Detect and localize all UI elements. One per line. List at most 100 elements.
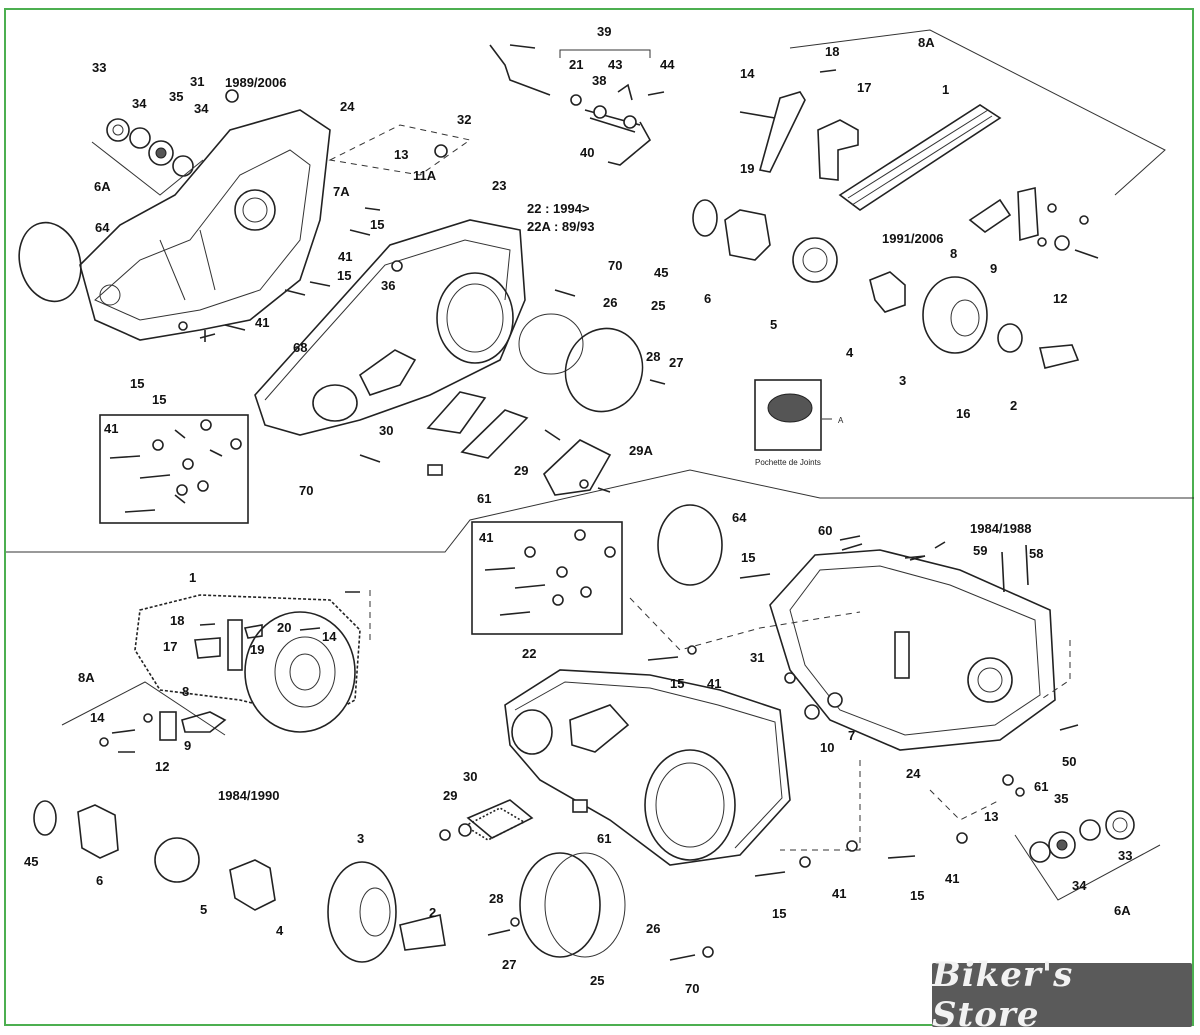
part-label: 15 [152,392,166,407]
part-label: 68 [293,340,307,355]
bearing-kit-6a-bottom [1002,724,1161,901]
part-label: 40 [580,145,594,160]
part-label: 19 [250,642,264,657]
part-label: 18 [825,44,839,59]
part-label: 10 [820,740,834,755]
part-label: 3 [899,373,906,388]
bikers-store-logo: Biker's Store [932,955,1192,1035]
part-label: 41 [945,871,959,886]
part-label: 27 [669,355,683,370]
part-label: 15 [910,888,924,903]
part-label: 8A [78,670,95,685]
part-label: 32 [457,112,471,127]
part-label: 26 [603,295,617,310]
part-label: 9 [184,738,191,753]
gasket-kit-pouch [754,379,832,451]
part-label: 22 [522,646,536,661]
part-label: 12 [155,759,169,774]
year-label-1989-2006: 1989/2006 [225,75,286,90]
part-label: 61 [1034,779,1048,794]
part-label: 17 [857,80,871,95]
clutch-parts-top-right [692,199,1080,369]
part-label: 60 [818,523,832,538]
part-label: 15 [130,376,144,391]
screws-top-left [178,124,472,342]
part-label: 9 [990,261,997,276]
chain-tensioner-parts [739,29,1166,259]
part-label: 15 [741,550,755,565]
part-label: 44 [660,57,675,72]
inspection-cover-30-29-top [359,289,666,496]
part-label: 33 [1118,848,1132,863]
hardware-box-41-top [99,414,249,524]
diagram-frame [4,8,1194,1026]
primary-chain-1 [838,104,1002,211]
inner-primary-housing-1989 [79,109,331,341]
part-label: 13 [984,809,998,824]
part-label: 34 [194,101,209,116]
tensioner-parts-bottom [61,591,360,753]
part-label: 6 [96,873,103,888]
part-label: 39 [597,24,611,39]
part-label: 64 [95,220,110,235]
logo-text: Biker's Store [932,955,1074,1035]
part-label: 8 [950,246,957,261]
shift-linkage-39 [489,44,665,166]
part-label: 5 [200,902,207,917]
part-label: 70 [608,258,622,273]
hardware-box-41-bottom [471,521,623,635]
part-label: 15 [337,268,351,283]
gasket-kit-title: Pochette de Joints [755,458,821,467]
part-label: 6A [94,179,111,194]
part-label: 1 [942,82,949,97]
part-label: 12 [1053,291,1067,306]
part-label: 5 [770,317,777,332]
part-label: 20 [277,620,291,635]
part-label: 41 [832,886,846,901]
part-label: 17 [163,639,177,654]
outer-primary-cover-22-bottom [504,669,791,866]
part-label: 24 [340,99,355,114]
part-label: 38 [592,73,606,88]
inner-primary-housing-1984 [769,543,1056,751]
part-label: 8 [182,684,189,699]
part-label: 70 [299,483,313,498]
part-label: 2 [429,905,436,920]
part-label: 15 [370,217,384,232]
part-label: 41 [479,530,493,545]
part-label: 61 [477,491,491,506]
part-label: 41 [255,315,269,330]
part-label: 41 [104,421,118,436]
part-label: 50 [1062,754,1076,769]
part-label: 28 [646,349,660,364]
outer-primary-cover-22 [254,219,526,436]
part-label: 14 [322,629,337,644]
part-label: 14 [740,66,755,81]
part-label: 24 [906,766,921,781]
clutch-parts-bottom [33,800,446,963]
dashed-leaders [369,590,1071,851]
part-label: 26 [646,921,660,936]
part-label: 45 [654,265,668,280]
part-label: 15 [772,906,786,921]
part-label: 70 [685,981,699,996]
part-label: 29 [514,463,528,478]
part-label: 4 [276,923,284,938]
part-label: 59 [973,543,987,558]
part-label: 33 [92,60,106,75]
part-label: 16 [956,406,970,421]
part-label: 6A [1114,903,1131,918]
part-label: 29A [629,443,653,458]
gasket-ring-64-bottom [657,504,723,586]
part-label: 29 [443,788,457,803]
part-label: 58 [1029,546,1043,561]
part-label: 28 [489,891,503,906]
part-label: 41 [707,676,721,691]
part-label: 25 [590,973,604,988]
part-label: 23 [492,178,506,193]
part-label: 41 [338,249,352,264]
gasket-ring-64 [18,221,82,303]
part-label: 22A : 89/93 [527,219,594,234]
part-label: 34 [1072,878,1087,893]
